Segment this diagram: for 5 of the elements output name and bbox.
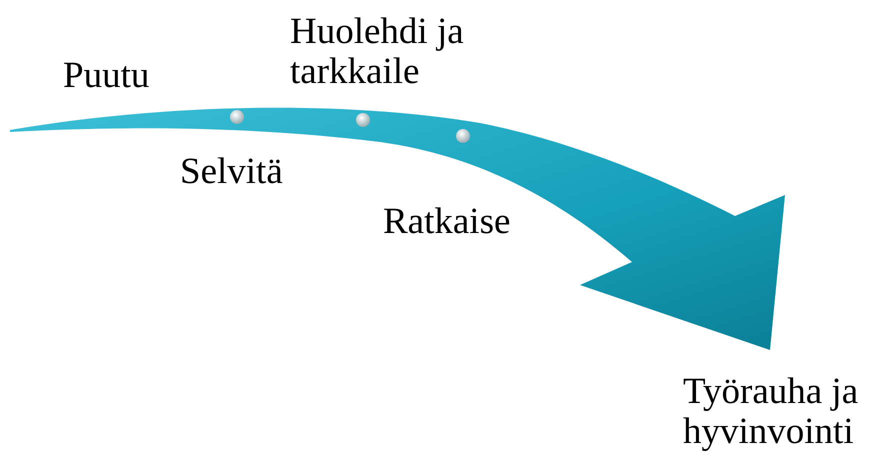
step-label: Ratkaise <box>383 202 512 242</box>
step-label: Työrauha ja hyvinvointi <box>683 372 860 452</box>
step-label: Puutu <box>63 56 150 96</box>
step-label: Selvitä <box>180 152 284 192</box>
step-label: Huolehdi ja tarkkaile <box>290 12 465 92</box>
